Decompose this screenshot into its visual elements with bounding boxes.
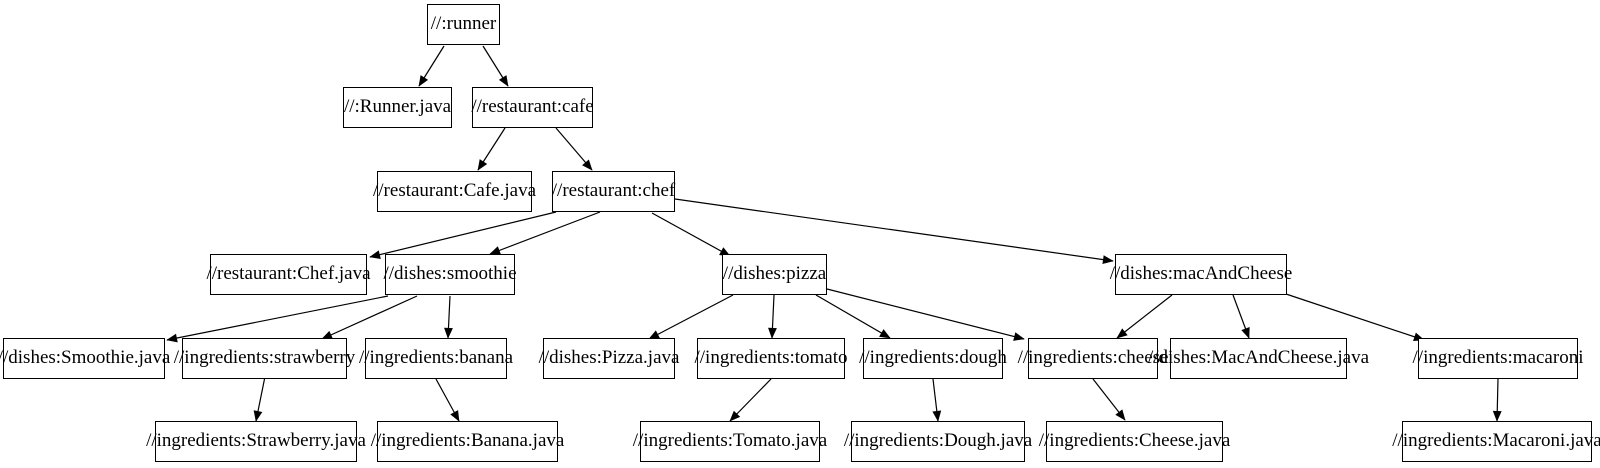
graph-edge-pizza-to-cheese (826, 288, 1025, 341)
graph-node-label: //ingredients:banana (358, 347, 514, 368)
graph-node-runner: //:runner (427, 4, 500, 45)
graph-node-label: //dishes:Pizza.java (538, 347, 680, 368)
graph-node-dough_java: //ingredients:Dough.java (844, 421, 1032, 462)
graph-edge-chef-to-pizza (651, 212, 731, 257)
graph-node-label: //:Runner.java (343, 96, 452, 117)
graph-edge-cheese-to-cheese_java (1092, 378, 1126, 421)
graph-node-macaroni_java: //ingredients:Macaroni.java (1392, 421, 1600, 462)
graph-node-pizza: //dishes:pizza (722, 254, 827, 295)
graph-node-runner_java: //:Runner.java (343, 87, 452, 128)
graph-node-macaroni: //ingredients:macaroni (1413, 338, 1583, 379)
graph-node-tomato: //ingredients:tomato (694, 338, 848, 379)
graph-edge-macandcheese-to-macandcheese_java (1232, 294, 1250, 339)
graph-edge-pizza-to-tomato (768, 294, 777, 339)
graph-node-label: //dishes:pizza (722, 263, 827, 284)
graph-node-label: //ingredients:dough (859, 347, 1007, 368)
graph-node-label: //ingredients:Banana.java (370, 430, 565, 451)
graph-edge-cafe-to-cafe_java (477, 127, 506, 171)
graph-edge-chef-to-macandcheese (674, 198, 1114, 264)
graph-edge-banana-to-banana_java (435, 378, 460, 422)
graph-node-label: //restaurant:Cafe.java (373, 180, 537, 201)
graph-edge-dough-to-dough_java (932, 378, 942, 422)
graph-node-smoothie: //dishes:smoothie (383, 254, 517, 295)
graph-node-chef: //restaurant:chef (552, 171, 675, 212)
graph-node-label: //ingredients:cheese (1017, 347, 1169, 368)
graph-node-label: //ingredients:Tomato.java (632, 430, 828, 451)
graph-edge-smoothie-to-strawberry (321, 295, 418, 340)
graph-node-cafe_java: //restaurant:Cafe.java (373, 171, 536, 212)
graph-node-label: //ingredients:macaroni (1412, 347, 1584, 368)
graph-node-smoothie_java: //dishes:Smoothie.java (0, 338, 170, 379)
graph-edge-macandcheese-to-macaroni (1285, 293, 1425, 342)
graph-node-dough: //ingredients:dough (859, 338, 1007, 379)
graph-node-label: //restaurant:cafe (471, 96, 594, 117)
graph-node-chef_java: //restaurant:Chef.java (206, 254, 371, 295)
graph-edge-macaroni-to-macaroni_java (1492, 378, 1502, 422)
graph-node-label: //ingredients:tomato (694, 347, 848, 368)
graph-edge-runner-to-cafe (482, 45, 509, 87)
graph-node-label: //ingredients:Macaroni.java (1392, 430, 1600, 451)
graph-node-strawberry: //ingredients:strawberry (174, 338, 355, 379)
graph-node-label: //dishes:smoothie (383, 263, 517, 284)
graph-node-cheese_java: //ingredients:Cheese.java (1039, 421, 1230, 462)
graph-node-cheese: //ingredients:cheese (1018, 338, 1168, 379)
graph-node-macandcheese_java: //dishes:MacAndCheese.java (1148, 338, 1369, 379)
graph-node-strawberry_java: //ingredients:Strawberry.java (146, 421, 366, 462)
graph-edge-pizza-to-pizza_java (648, 294, 734, 340)
graph-node-label: //:runner (430, 13, 497, 34)
graph-node-banana_java: //ingredients:Banana.java (371, 421, 564, 462)
graph-edge-tomato-to-tomato_java (729, 378, 772, 422)
graph-node-label: //ingredients:Cheese.java (1038, 430, 1231, 451)
graph-node-cafe: //restaurant:cafe (471, 87, 594, 128)
graph-node-label: //ingredients:Strawberry.java (146, 430, 366, 451)
graph-node-tomato_java: //ingredients:Tomato.java (633, 421, 827, 462)
graph-edge-smoothie-to-banana (444, 295, 453, 339)
graph-node-label: //dishes:MacAndCheese.java (1147, 347, 1370, 368)
graph-node-label: //restaurant:Chef.java (206, 263, 371, 284)
graph-edge-runner-to-runner_java (418, 45, 445, 87)
graph-node-banana: //ingredients:banana (359, 338, 513, 379)
graph-node-macandcheese: //dishes:macAndCheese (1110, 254, 1292, 295)
graph-node-label: //ingredients:Dough.java (843, 430, 1033, 451)
graph-edge-cafe-to-chef (555, 127, 593, 171)
graph-edge-strawberry-to-strawberry_java (253, 378, 266, 422)
graph-edge-smoothie-to-smoothie_java (166, 295, 389, 343)
graph-node-label: //dishes:macAndCheese (1109, 263, 1293, 284)
graph-node-label: //ingredients:strawberry (173, 347, 356, 368)
graph-edge-chef-to-chef_java (369, 211, 557, 259)
graph-node-pizza_java: //dishes:Pizza.java (539, 338, 679, 379)
graph-node-label: //dishes:Smoothie.java (0, 347, 171, 368)
graph-edge-pizza-to-dough (815, 294, 891, 339)
graph-edge-chef-to-smoothie (489, 211, 601, 255)
graph-edge-macandcheese-to-cheese (1116, 294, 1173, 339)
graph-node-label: //restaurant:chef (551, 180, 676, 201)
